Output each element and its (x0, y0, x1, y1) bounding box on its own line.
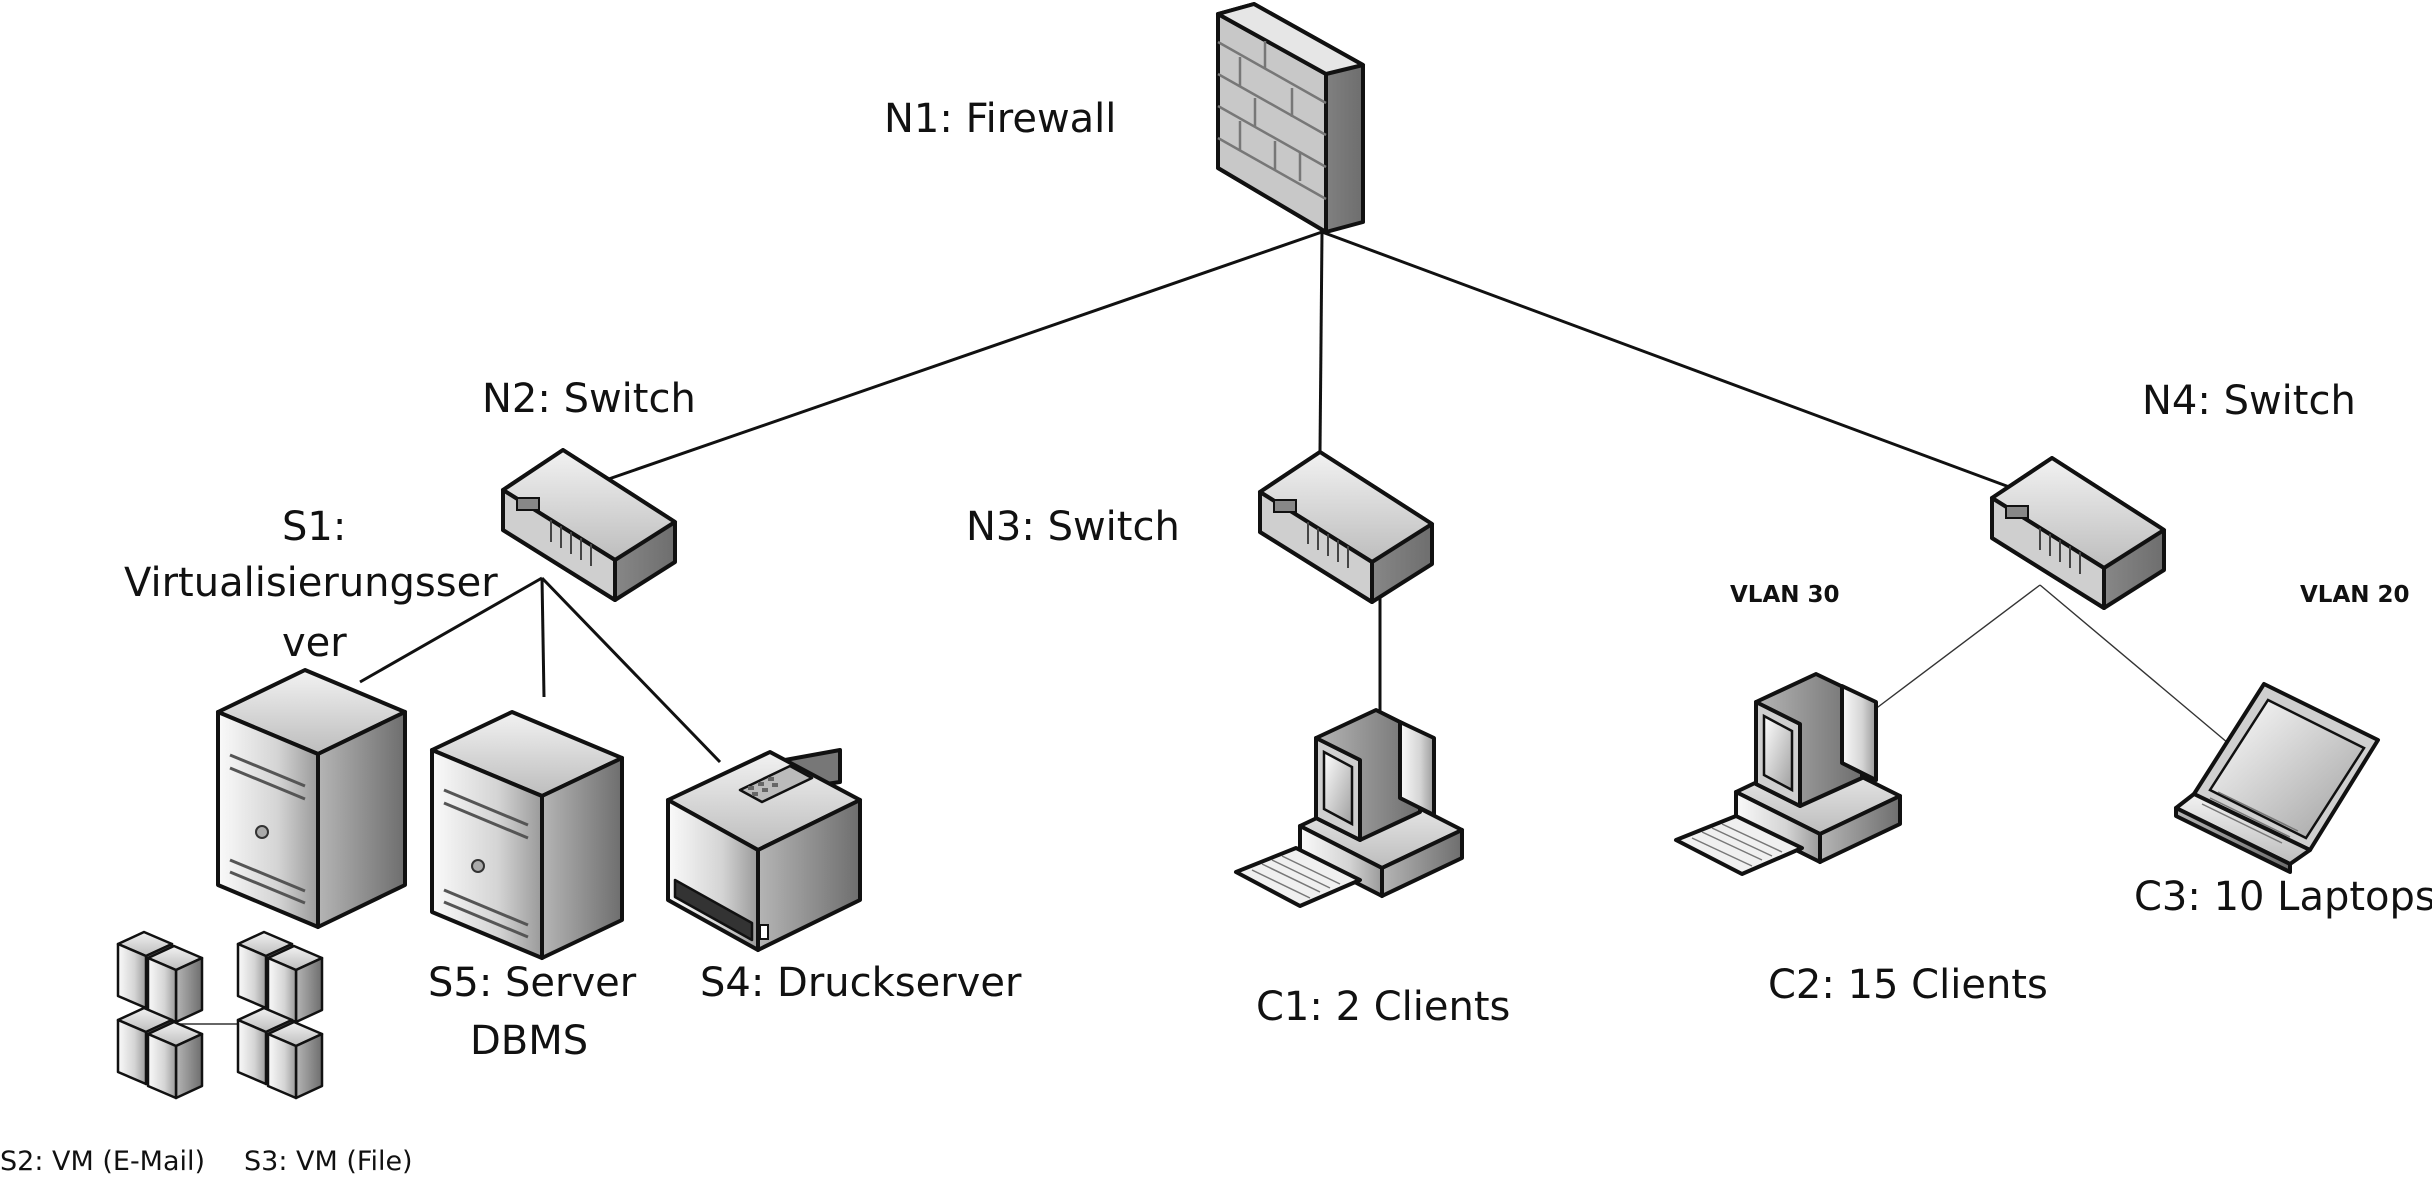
switch-n3-icon[interactable] (1258, 450, 1434, 604)
server-rack-s3-icon[interactable] (236, 930, 324, 1100)
label-n4-switch: N4: Switch (2142, 378, 2356, 424)
label-s2-vm: S2: VM (E-Mail) (0, 1146, 205, 1177)
desktop-pc-c2-icon[interactable] (1674, 672, 1902, 876)
link-n2-s5 (540, 577, 546, 698)
printer-s4-icon[interactable] (666, 748, 862, 952)
link-n4-c2 (1873, 584, 2041, 711)
desktop-pc-c1-icon[interactable] (1234, 708, 1464, 908)
switch-n2-icon[interactable] (501, 448, 677, 602)
label-s4-druckserver: S4: Druckserver (700, 960, 1022, 1006)
link-n1-n4 (1321, 230, 2013, 490)
link-n2-s1 (359, 576, 543, 684)
firewall-icon[interactable] (1216, 2, 1365, 234)
label-s1-line2: Virtualisierungsser (124, 560, 498, 606)
tower-server-s1-icon[interactable] (216, 668, 407, 929)
label-s5-line2: DBMS (470, 1018, 588, 1064)
link-n2-s4 (540, 576, 722, 764)
link-n1-n2 (599, 230, 1323, 484)
link-n1-n3 (1318, 231, 1324, 453)
label-n1-firewall: N1: Firewall (884, 96, 1116, 142)
connections (178, 230, 2229, 1025)
label-c2-clients: C2: 15 Clients (1768, 962, 2048, 1008)
label-s5-line1: S5: Server (428, 960, 637, 1006)
label-s3-vm: S3: VM (File) (244, 1146, 413, 1177)
link-n4-c3 (2039, 584, 2229, 744)
label-vlan20: VLAN 20 (2300, 582, 2410, 608)
label-c1-clients: C1: 2 Clients (1256, 984, 1510, 1030)
label-c3-laptops: C3: 10 Laptops (2134, 874, 2432, 920)
label-s1-line1: S1: (282, 504, 346, 550)
label-n2-switch: N2: Switch (482, 376, 696, 422)
label-s1-line3: ver (282, 620, 347, 666)
laptop-c3-icon[interactable] (2174, 682, 2380, 874)
label-n3-switch: N3: Switch (966, 504, 1180, 550)
server-rack-s2-icon[interactable] (116, 930, 204, 1100)
switch-n4-icon[interactable] (1990, 456, 2166, 610)
label-vlan30: VLAN 30 (1730, 582, 1840, 608)
tower-server-s5-icon[interactable] (430, 710, 624, 960)
